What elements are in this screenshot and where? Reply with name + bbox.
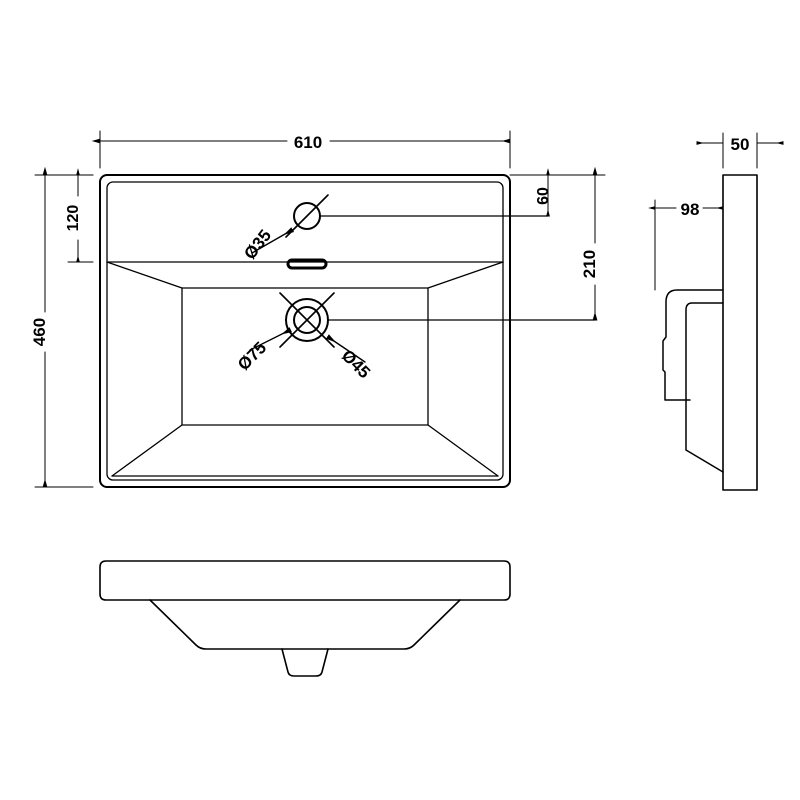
- plan-bowl-taper-bl: [111, 424, 183, 477]
- label-shelf-120: 120: [65, 205, 82, 232]
- drain-spigot: [281, 648, 329, 677]
- label-drain-inner-diameter: Ø45: [338, 346, 374, 382]
- plan-bowl-floor: [181, 287, 429, 426]
- plan-inner-rim: [106, 181, 504, 481]
- front-rim-slab: [99, 560, 511, 601]
- dimension-depth-98: [648, 199, 724, 291]
- dimension-tap-60: [509, 168, 563, 217]
- label-drain-outer-diameter: Ø75: [234, 338, 270, 374]
- dimension-shelf-120: [67, 168, 94, 263]
- overflow-slot: [286, 258, 328, 270]
- label-tap-offset-60: 60: [535, 187, 552, 205]
- side-rim-profile: [662, 289, 724, 401]
- side-back-plate: [722, 174, 758, 491]
- plan-view: [99, 174, 511, 488]
- front-elevation-view: [99, 560, 511, 677]
- callout-leaders: [249, 227, 366, 363]
- plan-outer-rim: [99, 174, 511, 488]
- label-thickness-50: 50: [731, 135, 750, 154]
- plan-bowl-taper-br: [427, 424, 499, 477]
- label-depth-98: 98: [681, 200, 700, 219]
- drain-slash-b: [279, 292, 335, 348]
- dimension-drain-210: [561, 166, 606, 321]
- drain-hole-inner: [293, 306, 321, 334]
- leader-d75: [249, 327, 292, 351]
- label-width-610: 610: [294, 133, 322, 152]
- label-depth-460: 460: [30, 318, 49, 346]
- dimension-thickness-50: [696, 132, 784, 169]
- plan-bowl-top-taper: [106, 261, 504, 289]
- leader-lines: [319, 215, 596, 321]
- leader-d45: [325, 334, 366, 363]
- side-bowl-profile: [685, 302, 724, 473]
- side-view: [662, 174, 758, 491]
- leader-d35: [251, 227, 295, 254]
- dimension-width-610: [91, 130, 511, 169]
- front-bowl-taper: [149, 599, 461, 650]
- label-drain-offset-210: 210: [580, 250, 599, 278]
- label-tap-hole-diameter: Ø35: [240, 226, 275, 263]
